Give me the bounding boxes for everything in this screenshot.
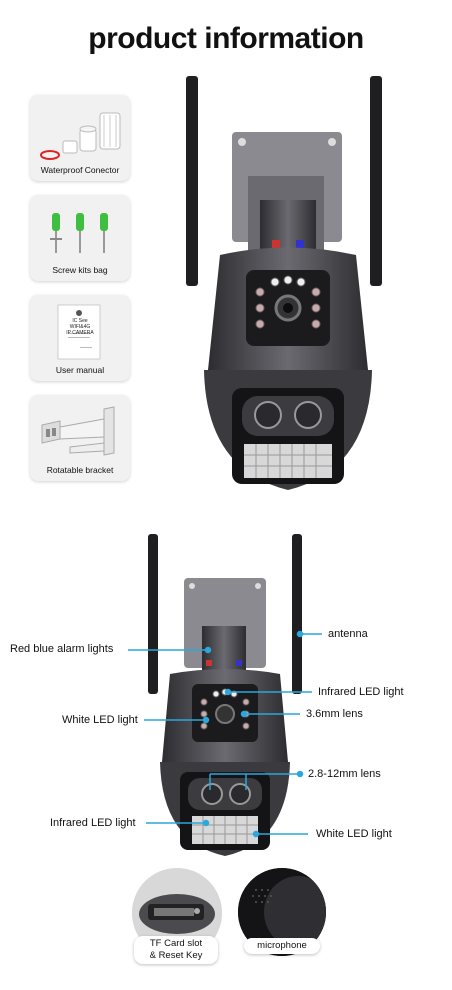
callout-infrared-led-bottom: Infrared LED light — [50, 817, 136, 829]
page-title: product information — [88, 22, 364, 55]
accessory-label: Waterproof Conector — [40, 165, 120, 175]
microphone-label: microphone — [244, 938, 320, 954]
callout-antenna: antenna — [328, 628, 368, 640]
callout-infrared-led-top: Infrared LED light — [318, 686, 404, 698]
tf-card-label: TF Card slot & Reset Key — [134, 936, 218, 964]
callout-lens-3-6: 3.6mm lens — [306, 708, 363, 720]
tf-card-label-line: & Reset Key — [149, 950, 203, 961]
callout-white-led-left: White LED light — [62, 714, 138, 726]
user-manual-icon — [57, 304, 101, 360]
accessory-card-bracket: Rotatable bracket — [30, 395, 130, 481]
accessory-card-manual: IC See WIFI&4G IP CAMERA User manual — [30, 295, 130, 381]
antenna-right — [292, 534, 302, 694]
screw-kit-icon — [50, 213, 108, 253]
antenna-right — [370, 76, 382, 286]
callout-white-led-bottom: White LED light — [316, 828, 392, 840]
accessory-card-screws: Screw kits bag — [30, 195, 130, 281]
manual-text-line: IC See — [72, 318, 88, 324]
accessory-label: Rotatable bracket — [46, 465, 114, 475]
waterproof-connector-icon — [40, 112, 121, 160]
tf-card-label-line: TF Card slot — [149, 938, 203, 949]
manual-text-line: IP CAMERA — [66, 330, 94, 336]
callout-lens-2-8-12: 2.8-12mm lens — [308, 768, 381, 780]
accessory-card-waterproof: Waterproof Conector — [30, 95, 130, 181]
antenna-left — [148, 534, 158, 694]
callout-red-blue-alarm: Red blue alarm lights — [10, 643, 114, 655]
accessory-label: User manual — [55, 365, 105, 375]
camera-front-image — [186, 76, 382, 490]
rotatable-bracket-icon — [41, 406, 115, 456]
antenna-left — [186, 76, 198, 286]
accessory-label: Screw kits bag — [52, 265, 108, 275]
manual-text-line: WIFI&4G — [69, 324, 91, 330]
